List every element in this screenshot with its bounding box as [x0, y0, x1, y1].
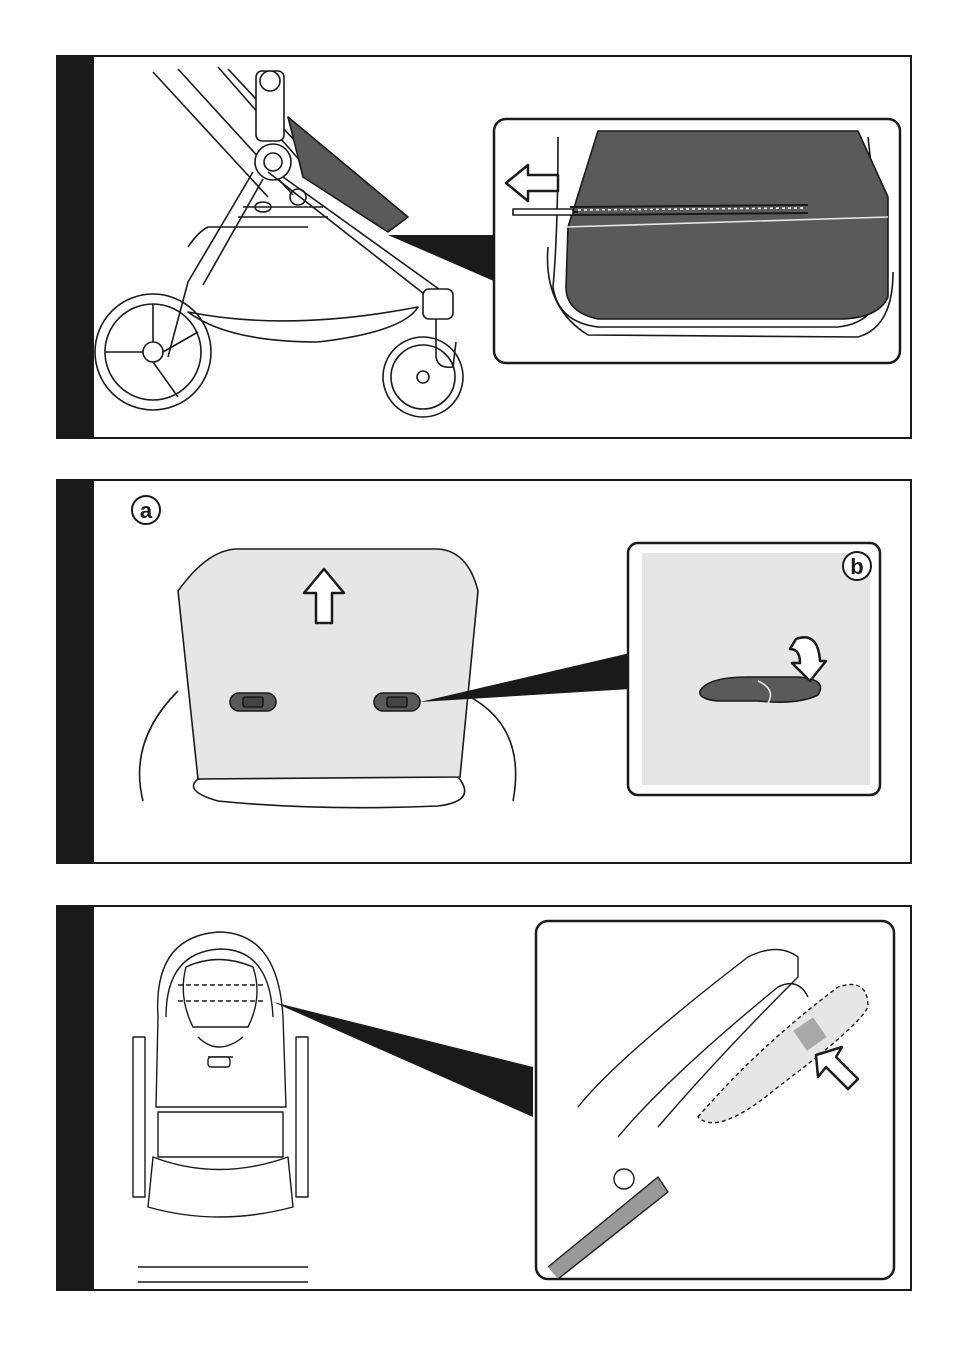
step-label-b: b — [842, 551, 872, 581]
stroller-illustration-1 — [58, 57, 912, 439]
step-panel-1 — [56, 55, 912, 439]
seat-back-illustration — [58, 481, 912, 864]
step-label-a: a — [131, 495, 161, 525]
step-panel-3 — [56, 905, 912, 1291]
step-panel-2: a b — [56, 479, 912, 864]
stroller-front-illustration — [58, 907, 912, 1291]
